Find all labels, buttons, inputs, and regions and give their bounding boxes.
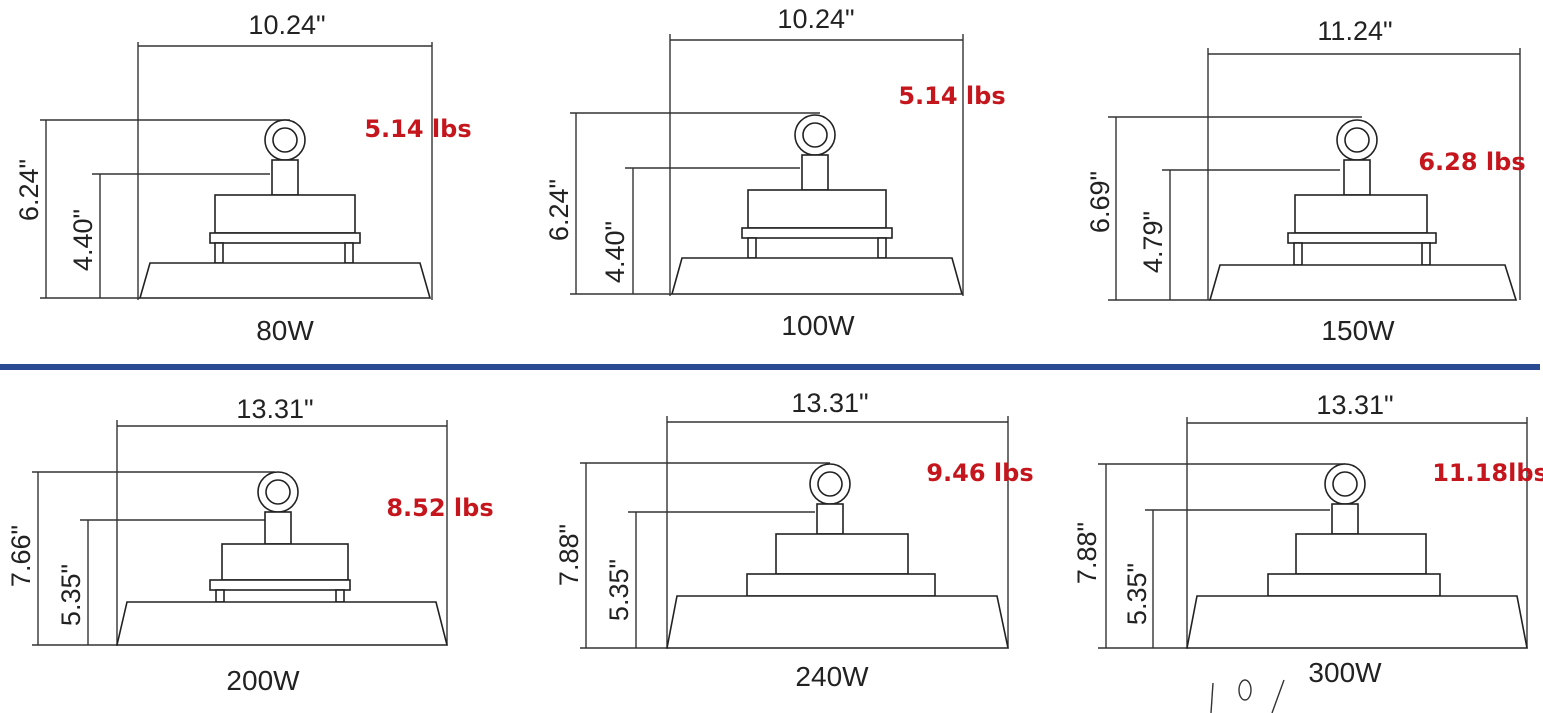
width-label-240w: 13.31" — [791, 388, 868, 418]
width-label-300w: 13.31" — [1316, 390, 1393, 420]
height-label-200w: 7.66" — [6, 525, 36, 587]
fixture-100w: 10.24" 6.24" 4.40" 5.14 lbs 100W — [544, 4, 1006, 341]
weight-label-100w: 5.14 lbs — [898, 82, 1005, 110]
weight-label-200w: 8.52 lbs — [386, 494, 493, 522]
height-label-100w: 6.24" — [544, 179, 574, 241]
fixture-200w: 13.31" 7.66" 5.35" 8.52 lbs 200W — [6, 394, 494, 696]
wattage-label-240w: 240W — [795, 661, 869, 692]
height-label-80w: 6.24" — [14, 159, 44, 221]
fixture-150w: 11.24" 6.69" 4.79" 6.28 lbs 150W — [1085, 16, 1526, 346]
weight-label-150w: 6.28 lbs — [1418, 148, 1525, 176]
width-label-150w: 11.24" — [1317, 16, 1392, 46]
body-height-label-150w: 4.79" — [1138, 211, 1168, 273]
body-height-label-200w: 5.35" — [56, 564, 86, 626]
body-height-label-100w: 4.40" — [600, 221, 630, 283]
fixture-300w: 13.31" 7.88" 5.35" 11.18lbs 300W — [1072, 390, 1543, 713]
height-label-300w: 7.88" — [1072, 522, 1102, 584]
height-label-150w: 6.69" — [1085, 171, 1115, 233]
width-label-80w: 10.24" — [248, 10, 325, 40]
section-divider — [0, 364, 1540, 370]
fixture-80w: 10.24" 6.24" 4.40" 5.14 lbs 80W — [14, 10, 472, 346]
weight-label-300w: 11.18lbs — [1432, 459, 1543, 487]
wattage-label-200w: 200W — [226, 665, 300, 696]
weight-label-80w: 5.14 lbs — [364, 115, 471, 143]
wattage-label-150w: 150W — [1321, 315, 1395, 346]
width-label-100w: 10.24" — [777, 4, 854, 34]
weight-label-240w: 9.46 lbs — [926, 459, 1033, 487]
body-height-label-240w: 5.35" — [604, 559, 634, 621]
wattage-label-300w: 300W — [1308, 657, 1382, 688]
body-height-label-300w: 5.35" — [1122, 563, 1152, 625]
wattage-label-100w: 100W — [781, 310, 855, 341]
height-label-240w: 7.88" — [554, 524, 584, 586]
width-label-200w: 13.31" — [236, 394, 313, 424]
fixture-240w: 13.31" 7.88" 5.35" 9.46 lbs 240W — [554, 388, 1034, 692]
body-height-label-80w: 4.40" — [68, 209, 98, 271]
wattage-label-80w: 80W — [256, 315, 314, 346]
